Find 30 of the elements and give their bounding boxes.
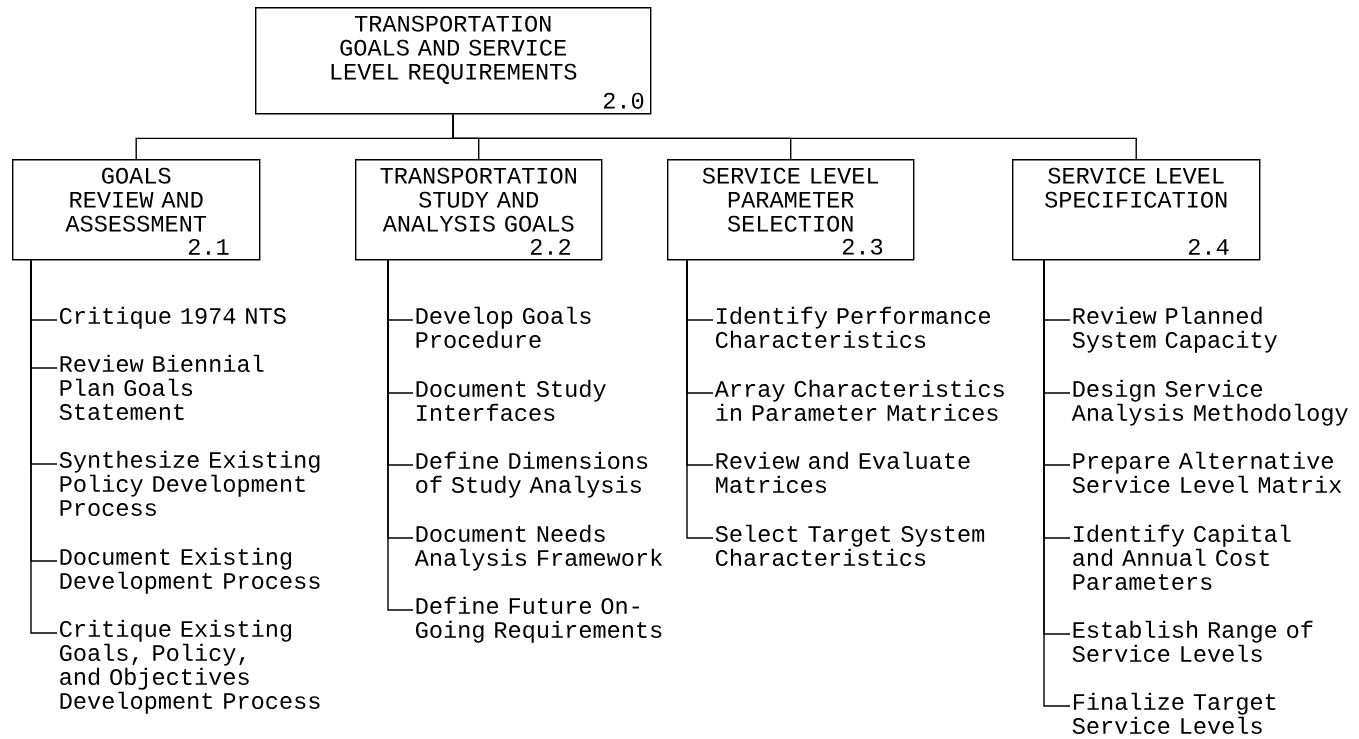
connector-line: [387, 259, 414, 611]
connector-line: [1043, 259, 1071, 707]
process-box: TRANSPORTATION GOALS AND SERVICE LEVEL REQUIREMENTS 2.0: [255, 7, 652, 115]
task-text: Review Planned System Capacity: [1072, 306, 1278, 353]
task-text: Identify Capital and Annual Cost Parameters: [1073, 524, 1291, 591]
task-text: Document Existing Development Process: [60, 547, 320, 594]
task-text: Finalize Target Service Levels: [1072, 692, 1276, 735]
task-text: Define Dimensions of Study Analysis: [416, 451, 648, 498]
task-text: Prepare Alternative Service Level Matrix: [1072, 451, 1342, 494]
task-text: Document Study Interfaces: [416, 379, 606, 422]
task-text: Define Future On-Going Requirements: [416, 596, 662, 643]
connector-line: [452, 113, 1137, 160]
process-box: SERVICE LEVEL SPECIFICATION 2.4: [1012, 159, 1261, 261]
task-text: Review Biennial Plan Goals Statement: [59, 354, 264, 421]
process-box: GOALS REVIEW AND ASSESSMENT 2.1: [12, 159, 261, 261]
task-text: Synthesize Existing Policy Development Process: [59, 450, 320, 517]
task-text: Develop Goals Procedure: [416, 306, 591, 349]
task-text: Review and Evaluate Matrices: [716, 451, 970, 494]
process-box: SERVICE LEVEL PARAMETER SELECTION 2.3: [667, 159, 915, 261]
task-text: Document Needs Analysis Framework: [414, 524, 663, 571]
task-text: Critique 1974 NTS: [60, 306, 286, 329]
task-text: Design Service Analysis Methodology: [1071, 379, 1348, 426]
task-text: Array Characteristics in Parameter Matrices: [714, 379, 1004, 422]
connector-line: [30, 259, 58, 634]
connector-line: [686, 259, 714, 539]
task-text: Critique Existing Goals, Policy, and Objectives Development Process: [60, 619, 320, 714]
task-text: Select Target System Characteristics: [715, 524, 985, 567]
task-text: Identify Performance Characteristics: [716, 306, 991, 349]
task-text: Establish Range of Service Levels: [1072, 620, 1313, 663]
process-box: TRANSPORTATION STUDY AND ANALYSIS GOALS 2.2: [355, 159, 603, 261]
